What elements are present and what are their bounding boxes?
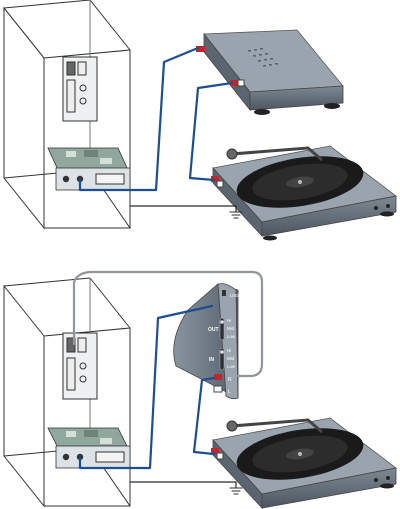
interface-rca-right [214, 374, 222, 380]
usb-label: USB [230, 293, 239, 298]
in-label: IN [209, 357, 214, 363]
top-panel [3, 0, 397, 241]
rca-output-plug [230, 80, 238, 86]
tonearm [231, 146, 323, 162]
out-label: OUT [208, 327, 219, 333]
vent-slots [248, 48, 278, 67]
usb-phono-interface: USB OUT Hi Mid Low IN Hi Mid Low R L [173, 283, 239, 400]
out-option-low: Low [227, 334, 236, 339]
audio-cable-interface-turntable [192, 376, 216, 456]
turntable-rca-red-bottom [211, 448, 219, 454]
in-gain-switch[interactable] [219, 347, 225, 371]
out-option-mid: Mid [227, 326, 235, 331]
turntable-top [211, 145, 397, 241]
drive-bay-top [62, 56, 98, 122]
right-channel-label: R [228, 377, 232, 383]
out-option-hi: Hi [227, 318, 231, 323]
audio-cable-pc-preamp [78, 46, 200, 192]
sound-card-top [47, 147, 131, 191]
left-channel-label: L [228, 389, 231, 395]
ground-symbol-bottom [229, 487, 243, 495]
turntable-rca-red [211, 176, 219, 182]
cables-bottom [72, 270, 264, 495]
usb-cable [72, 270, 264, 378]
ground-symbol-top [229, 211, 243, 219]
rca-input-plug [196, 46, 205, 52]
drive-bay-bottom [62, 332, 98, 400]
audio-cable-preamp-turntable [188, 81, 234, 182]
sound-card-bottom [47, 427, 131, 469]
bottom-panel: USB OUT Hi Mid Low IN Hi Mid Low R L [3, 270, 397, 509]
in-option-hi: Hi [227, 348, 231, 353]
ground-wire-bottom [129, 481, 237, 489]
phono-preamp [196, 29, 344, 115]
audio-cable-pc-interface [78, 304, 214, 470]
in-option-low: Low [227, 364, 236, 369]
tonearm-bottom [231, 418, 323, 434]
out-gain-switch[interactable] [219, 317, 225, 341]
interface-rca-left [213, 385, 223, 393]
ground-wire-top [129, 205, 237, 213]
in-option-mid: Mid [227, 356, 235, 361]
turntable-bottom [211, 417, 397, 509]
cables-top [78, 46, 243, 219]
